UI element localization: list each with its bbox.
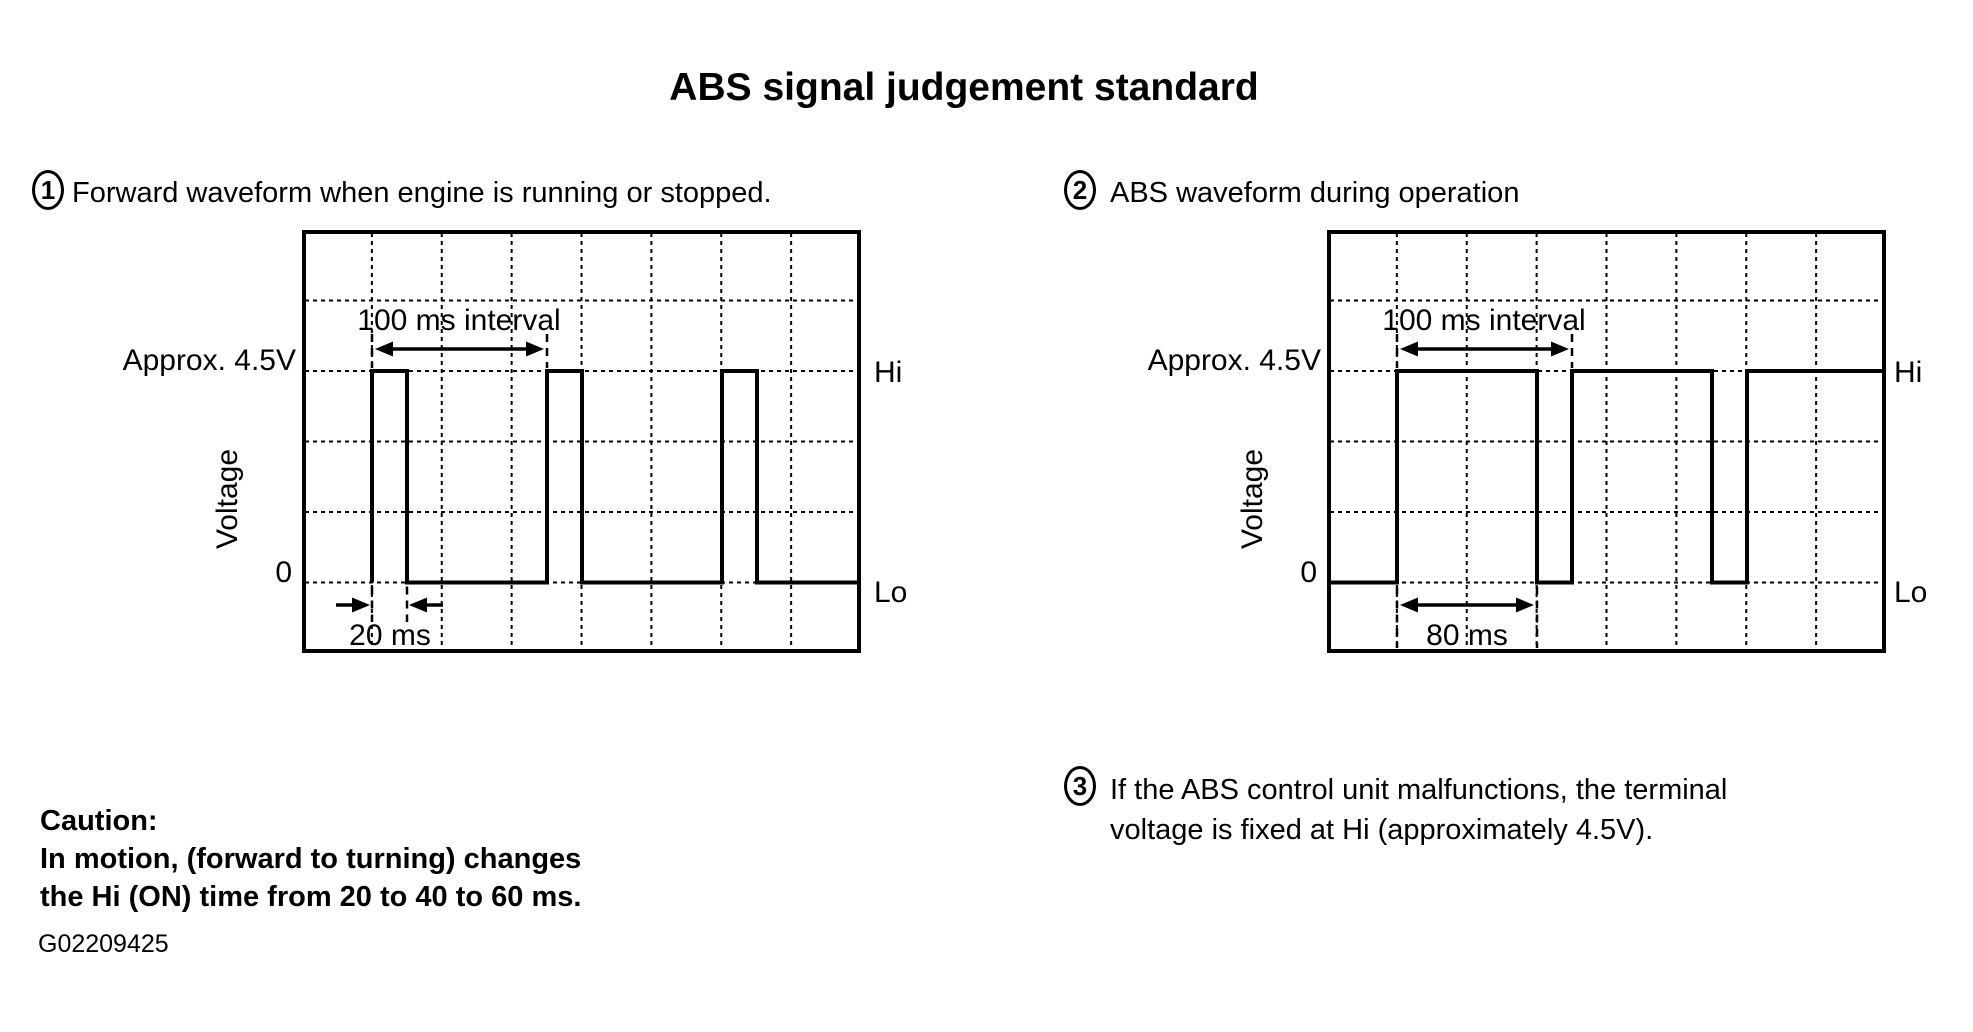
figure-id: G02209425 (38, 930, 169, 958)
chart2-waveform (1329, 369, 1884, 585)
caution-heading: Caution: (40, 805, 158, 837)
chart2-interval-arrowhead-right (1551, 341, 1569, 357)
chart1-waveform (370, 369, 859, 585)
page-title: ABS signal judgement standard (669, 66, 1259, 109)
chart2-hi-label: Hi (1894, 356, 1923, 389)
chart2-lo-label: Lo (1894, 576, 1928, 609)
item2-label: ABS waveform during operation (1110, 177, 1520, 209)
chart1-lo-label: Lo (874, 576, 908, 609)
chart2-pulse-width-label: 80 ms (1426, 619, 1508, 652)
item3-number-badge: 3 (1064, 766, 1096, 806)
chart2-level-label: Approx. 4.5V (1147, 344, 1321, 377)
item3-line2: voltage is fixed at Hi (approximately 4.… (1110, 814, 1654, 846)
caution-block: Caution: In motion, (forward to turning)… (40, 802, 581, 916)
chart1-interval-label: 100 ms interval (357, 304, 561, 337)
chart1-frame (302, 230, 861, 653)
chart1-level-label: Approx. 4.5V (122, 344, 296, 377)
item1-number-badge: 1 (32, 170, 64, 210)
chart2-zero-label: 0 (1300, 556, 1317, 589)
chart1-interval-arrowhead-left (375, 341, 393, 357)
caution-line1: In motion, (forward to turning) changes (40, 843, 582, 875)
item3-text: If the ABS control unit malfunctions, th… (1110, 770, 1727, 850)
chart2-frame (1327, 230, 1886, 653)
chart1-axis-label: Voltage (211, 448, 244, 550)
item3-line1: If the ABS control unit malfunctions, th… (1110, 774, 1728, 806)
chart2-dim-arrowhead-left (1400, 597, 1418, 613)
chart1-interval-arrowhead-right (526, 341, 544, 357)
chart2-interval-label: 100 ms interval (1382, 304, 1586, 337)
chart2-dim-arrowhead-right (1516, 597, 1534, 613)
chart1-pulse-width-label: 20 ms (349, 619, 431, 652)
chart1-zero-label: 0 (275, 556, 292, 589)
chart1-dim-arrowhead-right (409, 597, 427, 613)
chart2-axis-label: Voltage (1236, 448, 1269, 550)
chart1-dim-arrowhead-left (352, 597, 370, 613)
item2-number-badge: 2 (1064, 170, 1096, 210)
caution-line2: the Hi (ON) time from 20 to 40 to 60 ms. (40, 881, 582, 913)
item1-label: Forward waveform when engine is running … (72, 177, 772, 209)
chart2-interval-arrowhead-left (1400, 341, 1418, 357)
chart1-hi-label: Hi (874, 356, 903, 389)
